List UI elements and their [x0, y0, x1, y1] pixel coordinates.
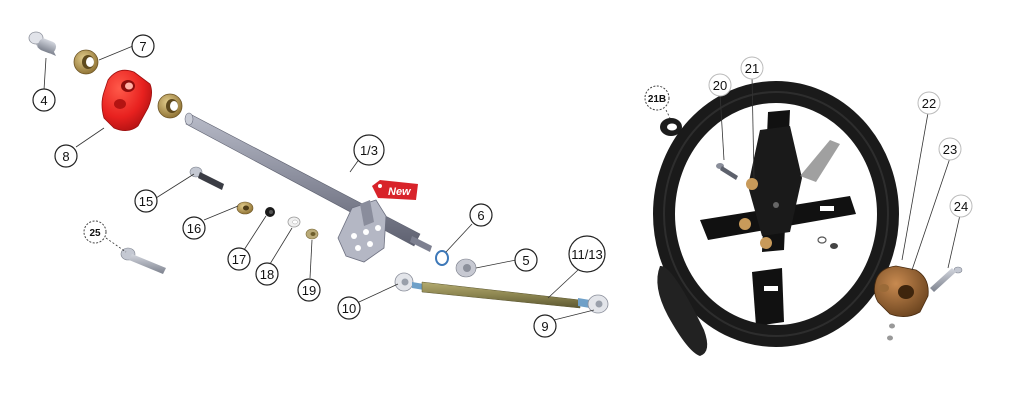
part-6-circlip: [435, 250, 449, 266]
callout-6: 6: [469, 203, 493, 227]
callout-1-3: 1/3: [353, 134, 385, 166]
svg-text:7: 7: [139, 39, 146, 54]
svg-text:10: 10: [342, 301, 356, 316]
svg-text:15: 15: [139, 194, 153, 209]
callout-24: 24: [949, 194, 973, 218]
svg-text:20: 20: [713, 78, 727, 93]
callout-18: 18: [255, 262, 279, 286]
svg-text:9: 9: [541, 319, 548, 334]
part-17-nut: [265, 207, 275, 217]
svg-text:4: 4: [40, 93, 47, 108]
part-8-column-support: [101, 69, 152, 131]
svg-text:21: 21: [745, 61, 759, 76]
part-small-washers: [817, 236, 838, 249]
part-25-bolt: [120, 247, 166, 274]
callout-25: 25: [83, 220, 107, 244]
part-21b-washer: [660, 118, 682, 136]
part-bushing-upper: [157, 93, 183, 119]
callout-19: 19: [297, 278, 321, 302]
svg-text:1/3: 1/3: [360, 143, 378, 158]
new-badge: New: [372, 180, 418, 200]
callout-15: 15: [134, 189, 158, 213]
svg-text:25: 25: [89, 228, 101, 239]
part-18-washer: [287, 216, 301, 228]
part-19-nut: [305, 228, 319, 240]
callout-16: 16: [182, 216, 206, 240]
part-22-23-hub: [874, 265, 929, 341]
svg-text:19: 19: [302, 283, 316, 298]
callout-21b: 21B: [644, 85, 670, 111]
part-15-bolt: [189, 166, 224, 190]
svg-text:18: 18: [260, 267, 274, 282]
part-4-pin: [28, 31, 57, 56]
svg-text:16: 16: [187, 221, 201, 236]
part-7-bushing: [73, 49, 99, 75]
part-16-washer: [236, 201, 254, 215]
svg-text:22: 22: [922, 96, 936, 111]
steering-wheel: [653, 81, 899, 356]
svg-text:11/13: 11/13: [571, 247, 603, 262]
new-badge-label: New: [388, 186, 412, 198]
callout-8: 8: [54, 144, 78, 168]
callout-5: 5: [514, 248, 538, 272]
callout-9: 9: [533, 314, 557, 338]
svg-text:23: 23: [943, 142, 957, 157]
svg-text:8: 8: [62, 149, 69, 164]
svg-text:24: 24: [954, 199, 968, 214]
part-24-bolt: [930, 266, 963, 292]
callout-17: 17: [227, 247, 251, 271]
callout-10: 10: [337, 296, 361, 320]
part-11-13-tie-rod: [394, 272, 609, 314]
svg-text:17: 17: [232, 252, 246, 267]
callout-21: 21: [740, 56, 764, 80]
part-1-3-steering-column: [184, 112, 432, 263]
svg-text:5: 5: [522, 253, 529, 268]
svg-text:6: 6: [477, 208, 484, 223]
callout-lines: [43, 45, 961, 321]
callout-7: 7: [131, 34, 155, 58]
callout-22: 22: [917, 91, 941, 115]
callout-20: 20: [708, 73, 732, 97]
callout-11-13: 11/13: [568, 235, 606, 273]
part-20-screw: [716, 163, 738, 180]
callout-23: 23: [938, 137, 962, 161]
part-5-bushing: [455, 258, 477, 278]
svg-text:21B: 21B: [648, 94, 666, 105]
callout-4: 4: [32, 88, 56, 112]
